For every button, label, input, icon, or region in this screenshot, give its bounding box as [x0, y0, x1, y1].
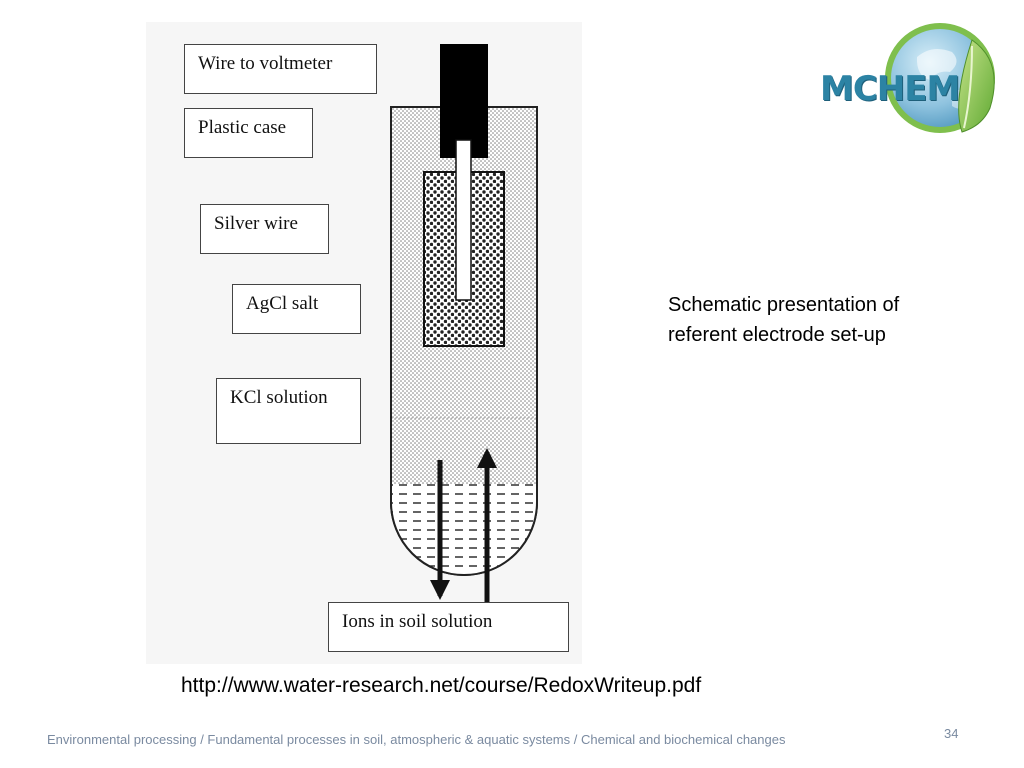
- label-kcl-solution: KCl solution: [216, 378, 361, 444]
- label-wire-to-voltmeter: Wire to voltmeter: [184, 44, 377, 94]
- label-silver-wire: Silver wire: [200, 204, 329, 254]
- soil-solution-region: [391, 484, 537, 575]
- footer-text: Environmental processing / Fundamental p…: [47, 732, 786, 747]
- source-link[interactable]: http://www.water-research.net/course/Red…: [181, 674, 702, 697]
- label-ions-in-soil-solution: Ions in soil solution: [328, 602, 569, 652]
- diagram-caption: Schematic presentation of referent elect…: [668, 294, 900, 346]
- label-agcl-salt: AgCl salt: [232, 284, 361, 334]
- electrode-diagram: Wire to voltmeter Plastic case Silver wi…: [146, 22, 582, 664]
- logo-text: MCHEM: [820, 69, 960, 109]
- page-number: 34: [944, 726, 959, 741]
- label-plastic-case: Plastic case: [184, 108, 313, 158]
- voltmeter-connector: [440, 44, 488, 158]
- electrode-schematic: [390, 44, 538, 602]
- globe-leaf-icon: [885, 23, 995, 133]
- mchem-logo: MCHEM: [812, 22, 1002, 140]
- silver-wire: [455, 139, 472, 301]
